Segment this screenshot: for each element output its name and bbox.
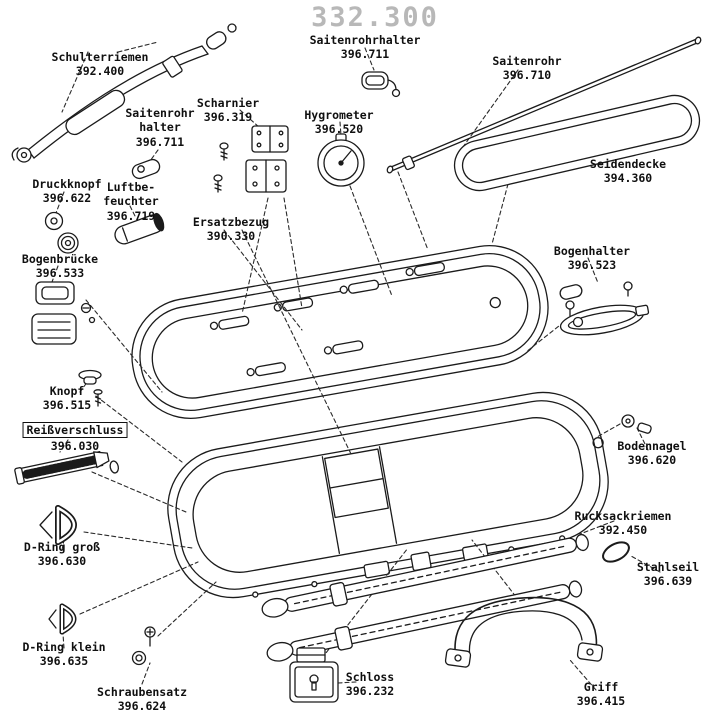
case-lid-drawing (123, 236, 557, 427)
scharnier-drawing (214, 126, 288, 192)
part-label-saitenrohrhalter-top: Saitenrohrhalter 396.711 (310, 33, 421, 62)
part-name: Saitenrohr (492, 54, 562, 68)
bodennagel-drawing (622, 415, 652, 434)
part-number: 396.232 (345, 684, 395, 699)
part-name: Ersatzbezug (192, 215, 270, 229)
part-label-griff: Griff 396.415 (577, 680, 625, 709)
bogenhalter-drawing (558, 282, 648, 340)
schraubensatz-drawing (133, 627, 156, 665)
part-name: Rucksackriemen (574, 509, 672, 523)
part-label-bogenbruecke: Bogenbrücke 396.533 (22, 252, 98, 281)
part-name: Schraubensatz (96, 685, 188, 699)
leader-lines (52, 42, 660, 690)
part-label-scharnier: Scharnier 396.319 (197, 96, 259, 125)
saitenrohrhalter-top-drawing (362, 72, 400, 97)
reissverschluss-drawing (14, 448, 119, 494)
part-number: 396.711 (340, 47, 390, 62)
part-number: 396.620 (627, 453, 677, 468)
case-bottom-drawing (158, 383, 619, 611)
part-label-ersatzbezug: Ersatzbezug 390.330 (193, 215, 269, 244)
part-number: 396.624 (117, 699, 167, 714)
part-name: Hygrometer (304, 108, 374, 122)
part-name: D-Ring klein (22, 640, 106, 654)
knopf-drawing (79, 371, 102, 407)
diagram-title: 332.300 (311, 2, 439, 33)
part-label-d-ring-klein: D-Ring klein 396.635 (22, 640, 105, 669)
part-name: Scharnier (196, 96, 260, 110)
bogenbruecke-drawing (32, 282, 95, 344)
part-number: 396.415 (576, 694, 626, 709)
part-label-saitenrohr-halter: Saitenrohr halter 396.711 (125, 106, 194, 149)
part-name: Schloss (345, 670, 395, 684)
part-number: 396.711 (135, 134, 185, 149)
part-number: 396.319 (203, 110, 253, 125)
d-ring-klein-drawing (49, 606, 74, 632)
part-number: 396.639 (643, 574, 693, 589)
saitenrohr-halter-left-drawing (130, 158, 161, 181)
part-name: Stahlseil (636, 560, 700, 574)
part-name: Seidendecke (589, 157, 667, 171)
part-number: 396.710 (502, 68, 552, 83)
part-label-schulterriemen: Schulterriemen 392.400 (52, 50, 149, 79)
seidendecke-drawing (450, 91, 705, 196)
part-name: D-Ring groß (23, 540, 101, 554)
part-number: 396.520 (314, 122, 364, 137)
part-label-bogenhalter: Bogenhalter 396.523 (554, 244, 630, 273)
part-number: 396.523 (567, 258, 617, 273)
part-number: 396.030 (50, 439, 100, 454)
part-name: Druckknopf (32, 177, 102, 191)
part-label-schraubensatz: Schraubensatz 396.624 (97, 685, 187, 714)
part-label-saitenrohr: Saitenrohr 396.710 (492, 54, 561, 83)
schloss-drawing (290, 648, 338, 702)
part-name: Bogenbrücke (21, 252, 99, 266)
griff-drawing (445, 598, 603, 668)
part-name: Bogenhalter (553, 244, 631, 258)
part-number: 396.630 (37, 554, 87, 569)
part-label-seidendecke: Seidendecke 394.360 (590, 157, 666, 186)
d-ring-gross-drawing (40, 508, 74, 542)
hygrometer-drawing (318, 134, 364, 186)
saitenrohr-drawing (386, 36, 701, 173)
part-name: Bodennagel (617, 439, 687, 453)
part-number: 396.533 (35, 266, 85, 281)
part-number: 396.635 (39, 654, 89, 669)
part-label-d-ring-gross: D-Ring groß 396.630 (24, 540, 100, 569)
part-name: Schulterriemen (51, 50, 149, 64)
rucksackriemen-drawing (260, 531, 590, 666)
part-name: Reißverschluss (22, 422, 128, 439)
part-label-schloss: Schloss 396.232 (346, 670, 394, 699)
luftbefeuchter-drawing (112, 212, 165, 246)
stahlseil-drawing (600, 538, 632, 565)
part-number: 390.330 (206, 229, 256, 244)
schulterriemen-drawing (12, 24, 236, 162)
part-name: Saitenrohrhalter (309, 33, 421, 47)
part-name: Luftbe- feuchter (103, 180, 159, 209)
part-label-druckknopf: Druckknopf 396.622 (32, 177, 101, 206)
part-number: 394.360 (603, 171, 653, 186)
part-number: 392.450 (598, 523, 648, 538)
part-number: 392.400 (75, 64, 125, 79)
part-label-reissverschluss: Reißverschluss 396.030 (22, 422, 128, 454)
part-label-bodennagel: Bodennagel 396.620 (617, 439, 686, 468)
part-label-rucksackriemen: Rucksackriemen 392.450 (575, 509, 672, 538)
part-name: Griff (583, 680, 619, 694)
part-name: Knopf (49, 384, 85, 398)
part-number: 396.515 (42, 398, 92, 413)
part-label-luftbefeuchter: Luftbe- feuchter 396.719 (103, 180, 158, 223)
part-label-hygrometer: Hygrometer 396.520 (304, 108, 373, 137)
part-number: 396.719 (106, 208, 156, 223)
part-label-knopf: Knopf 396.515 (43, 384, 91, 413)
part-name: Saitenrohr halter (125, 106, 195, 135)
part-label-stahlseil: Stahlseil 396.639 (637, 560, 699, 589)
part-number: 396.622 (42, 191, 92, 206)
druckknopf-drawing (46, 213, 79, 254)
